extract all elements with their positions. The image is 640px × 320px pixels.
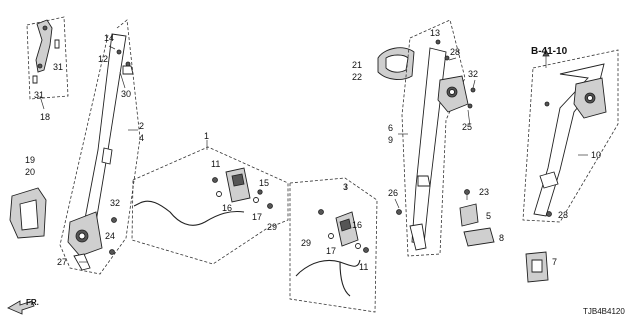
guide-8-part [463,227,495,247]
callout-32: 32 [468,69,478,79]
callout-11: 11 [359,262,368,272]
diagram-code: TJB4B4120 [583,307,625,316]
rear-belt-group [396,19,476,257]
callout-21: 21 [352,60,362,70]
callout-7: 7 [552,257,557,267]
callout-16: 16 [222,203,232,213]
callout-15: 15 [259,178,269,188]
rear-belt-webbing [411,47,447,245]
callout-26: 26 [388,188,398,198]
callout-27: 27 [57,257,67,267]
callout-2: 2 [139,121,144,131]
front-buckle-wire [139,200,245,226]
retractor-cover-group [377,47,415,80]
callout-16: 16 [352,220,362,230]
guide-5-part [459,203,479,227]
callout-11: 11 [211,159,220,169]
rear-buckle-wire [299,259,361,273]
front-direction-arrow [7,300,35,315]
callout-5: 5 [486,211,491,221]
callout-12: 12 [98,54,108,64]
callout-1: 1 [204,131,209,141]
callout-25: 25 [462,122,472,132]
small-brackets-group [459,189,549,283]
callout-10: 10 [591,150,601,160]
callout-20: 20 [25,167,35,177]
callout-18: 18 [40,112,50,122]
callout-23: 23 [479,187,489,197]
callout-14: 14 [104,33,114,43]
callout-6: 6 [388,123,393,133]
anchor-bracket-part [35,19,53,73]
callout-19: 19 [25,155,35,165]
rear-buckle-group [289,177,378,313]
callout-28: 28 [450,47,460,57]
callout-29: 29 [267,222,277,232]
front-belt-group [59,19,141,275]
front-buckle-group [131,140,289,265]
callout-13: 13 [430,28,440,38]
callout-8: 8 [499,233,504,243]
anchor-bracket-group [26,16,69,110]
direction-label: FR. [26,298,39,307]
callout-17: 17 [326,246,336,256]
callout-9: 9 [388,135,393,145]
callout-23: 23 [558,210,568,220]
callout-30: 30 [121,89,131,99]
callout-31: 31 [34,90,44,100]
callout-31: 31 [53,62,63,72]
callout-4: 4 [139,133,144,143]
trim-cover-group [9,187,47,239]
callout-3: 3 [343,182,348,192]
callout-32: 32 [110,198,120,208]
third-row-belt-group [522,49,619,223]
callout-24: 24 [105,231,115,241]
callout-22: 22 [352,72,362,82]
callout-17: 17 [252,212,262,222]
reference-label: B-41-10 [531,46,568,57]
callout-29: 29 [301,238,311,248]
